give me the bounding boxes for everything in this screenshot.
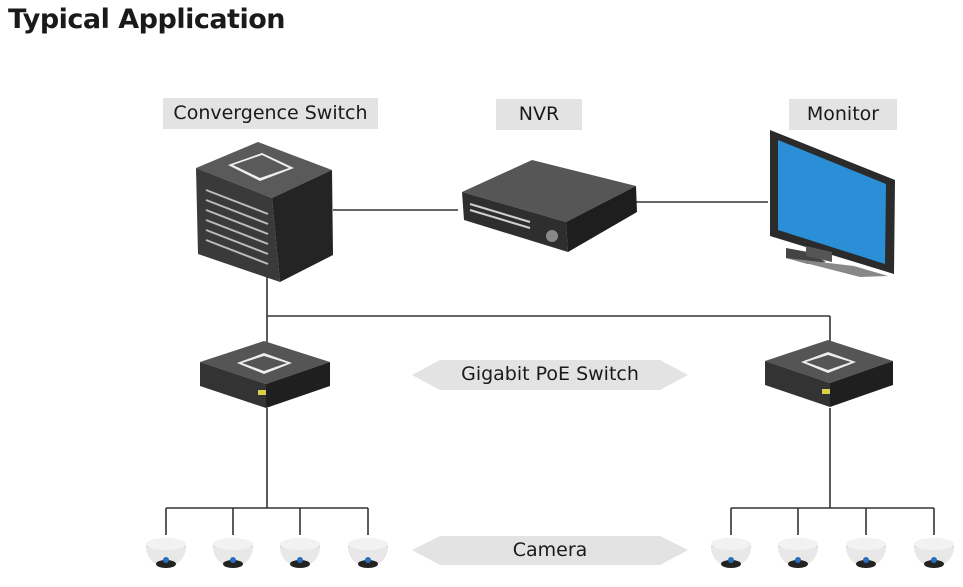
camera-icon (914, 538, 954, 568)
camera-icon (280, 538, 320, 568)
camera-icon (348, 538, 388, 568)
poe-switch-right-icon (765, 340, 893, 407)
camera-icon (213, 538, 253, 568)
poe-switch-left-icon (200, 341, 330, 408)
camera-label: Camera (512, 539, 588, 561)
nvr-label: NVR (496, 99, 582, 130)
monitor-label: Monitor (789, 99, 897, 130)
poe-switch-arrow (412, 360, 688, 390)
camera-icon (778, 538, 818, 568)
convergence-switch-icon (196, 142, 333, 282)
camera-icon (846, 538, 886, 568)
nvr-icon (462, 160, 637, 252)
page-title: Typical Application (8, 4, 286, 35)
poe-switch-label: Gigabit PoE Switch (461, 363, 639, 385)
camera-arrow (412, 536, 688, 565)
camera-icon (711, 538, 751, 568)
convergence-switch-label: Convergence Switch (163, 98, 378, 129)
monitor-icon (770, 130, 895, 277)
camera-icons (146, 538, 954, 568)
camera-icon (146, 538, 186, 568)
